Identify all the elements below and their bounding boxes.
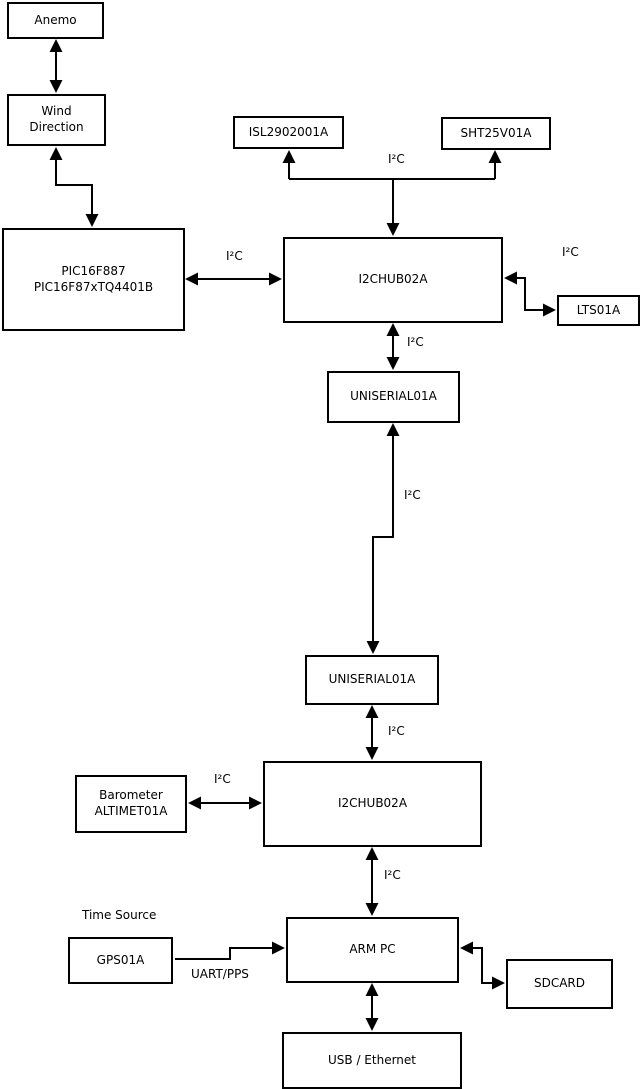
edge-label-i2c-barometer-hub2: I²C xyxy=(214,772,231,786)
edge-label-uart-pps: UART/PPS xyxy=(191,967,249,981)
edge-gps-armpc xyxy=(175,941,285,960)
node-wind-direction: Wind Direction xyxy=(7,94,106,146)
edge-label-i2c-uniserial2-hub2: I²C xyxy=(388,724,405,738)
node-arm-pc: ARM PC xyxy=(286,917,459,983)
node-uniserial01a-2: UNISERIAL01A xyxy=(305,655,439,705)
edge-label-i2c-hub2-armpc: I²C xyxy=(384,868,401,882)
node-anemo: Anemo xyxy=(7,2,104,39)
node-gps01a: GPS01A xyxy=(68,937,173,984)
node-i2chub02a-1: I2CHUB02A xyxy=(283,237,503,323)
node-barometer-altimet01a: Barometer ALTIMET01A xyxy=(75,775,187,833)
edge-label-i2c-uniserial1-uniserial2: I²C xyxy=(404,488,421,502)
edge-label-i2c-pic-hub1: I²C xyxy=(226,249,243,263)
node-i2chub02a-2: I2CHUB02A xyxy=(263,761,482,847)
edge-label-i2c-bus-top: I²C xyxy=(388,152,405,166)
node-isl2902001a: ISL2902001A xyxy=(233,116,344,149)
edge-wind-pic xyxy=(49,147,99,227)
edge-label-time-source: Time Source xyxy=(82,908,157,922)
node-uniserial01a-1: UNISERIAL01A xyxy=(327,371,460,423)
node-lts01a: LTS01A xyxy=(557,295,640,326)
node-pic16f887: PIC16F887 PIC16F87xTQ4401B xyxy=(2,228,185,331)
edge-label-i2c-hub1-uniserial1: I²C xyxy=(407,335,424,349)
edge-uniserial1-uniserial2 xyxy=(366,423,400,654)
edge-label-i2c-hub1-lts: I²C xyxy=(562,245,579,259)
edge-armpc-sdcard xyxy=(460,941,505,990)
edge-i2chub1-lts xyxy=(504,271,556,317)
node-usb-ethernet: USB / Ethernet xyxy=(282,1032,462,1089)
node-sdcard: SDCARD xyxy=(506,959,613,1009)
node-sht25v01a: SHT25V01A xyxy=(441,117,551,150)
